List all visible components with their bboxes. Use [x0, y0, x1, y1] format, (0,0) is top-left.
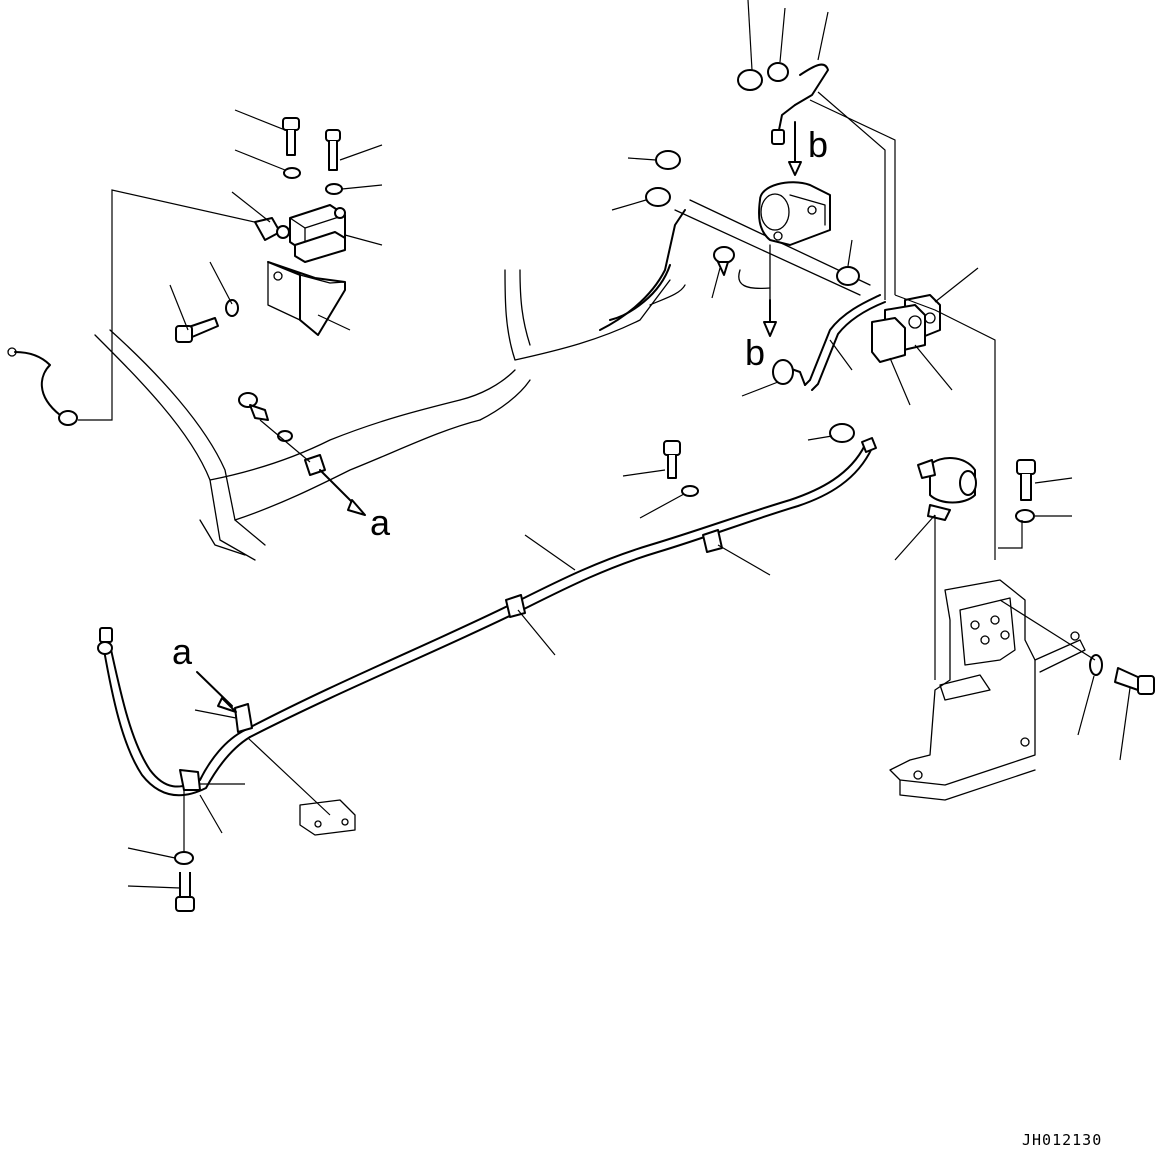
frame-outline	[94, 269, 671, 561]
relay-block-right	[871, 267, 996, 560]
ref-label-b-upper: b	[808, 124, 828, 165]
ref-label-a-lower: a	[172, 631, 193, 672]
small-pipe-elbow	[741, 294, 886, 397]
upper-wire-harness	[599, 150, 871, 331]
sensor-pipe-middle	[711, 239, 860, 337]
compressor-assembly	[737, 0, 896, 300]
bracket-plate	[889, 579, 1155, 801]
sensor-harness-left	[7, 189, 291, 426]
relay-bracket-assembly	[169, 109, 383, 343]
clamp-upper-a	[238, 392, 366, 516]
ref-label-a-upper: a	[370, 502, 391, 543]
main-cable	[244, 423, 877, 738]
drawing-code: JH012130	[1022, 1131, 1102, 1149]
cable-end-left	[97, 627, 356, 912]
solenoid-right	[894, 457, 1073, 680]
ref-label-b-lower: b	[745, 332, 765, 373]
